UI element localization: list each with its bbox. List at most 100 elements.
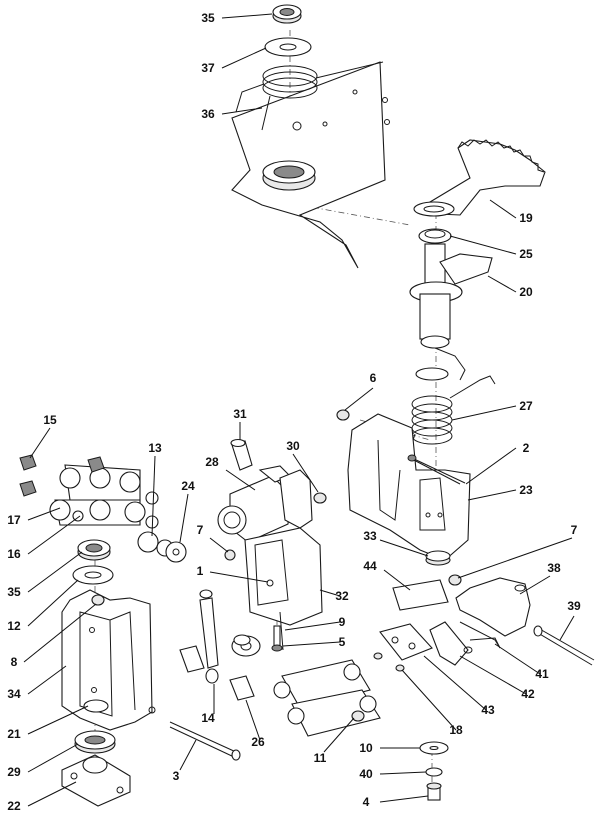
callout-32: 32 [319,589,349,603]
top-bushing [272,4,302,24]
washer-12 [72,565,114,585]
callout-number: 13 [148,441,162,455]
base-bushing [74,730,116,754]
callout-leader-line [27,743,79,773]
nut-7-right [448,574,462,586]
callout-44: 44 [363,559,411,591]
callout-number: 14 [201,711,215,725]
chain-washers [72,491,159,529]
callout-number: 44 [363,559,377,573]
roller-assembly [273,659,381,737]
callout-leader-line [221,107,263,115]
callout-31: 31 [233,407,247,440]
callout-leader-line [245,699,261,741]
callout-34: 34 [7,665,67,701]
callout-4: 4 [363,795,429,809]
top-washer [264,37,312,57]
callout-number: 3 [173,769,180,783]
callout-2: 2 [465,441,530,485]
callout-38: 38 [519,561,561,595]
callout-leader-line [344,387,374,411]
callout-number: 41 [535,667,549,681]
callout-leader-line [451,405,517,421]
torsion-spring [409,367,496,451]
callout-number: 34 [7,687,21,701]
callout-leader-line [559,615,575,641]
callout-40: 40 [359,767,427,781]
callout-23: 23 [467,483,533,501]
callout-35: 35 [201,11,273,25]
callout-number: 15 [43,413,57,427]
callout-leader-line [519,575,551,595]
callout-number: 9 [339,615,346,629]
callout-leader-line [221,47,267,69]
base-flange [61,754,131,807]
retaining-ring [418,228,452,244]
callout-leader-line [323,717,355,753]
callout-leader-line [487,275,517,293]
steering-housing [347,413,471,561]
callout-3: 3 [173,739,197,783]
callout-number: 20 [519,285,533,299]
callout-leader-line [292,453,319,493]
callout-leader-line [379,795,429,803]
callout-number: 42 [521,687,535,701]
callout-number: 27 [519,399,533,413]
callout-leader-line [221,13,273,19]
nut-6 [336,409,350,421]
callout-number: 28 [205,455,219,469]
motor-bracket [244,527,323,651]
callout-leader-line [27,507,61,521]
callout-leader-line [27,705,89,735]
wear-plate [392,579,449,611]
bolt-15 [19,454,105,497]
spacer-31 [230,438,253,471]
callout-leader-line [23,603,97,663]
callout-leader-line [151,455,156,537]
callout-number: 25 [519,247,533,261]
callout-6: 6 [344,371,377,411]
callout-number: 12 [7,619,21,633]
gas-strut [199,589,219,684]
callout-leader-line [27,665,67,695]
callout-leader-line [29,427,51,459]
upper-mounting-plate [231,61,390,269]
callout-15: 15 [29,413,57,459]
callout-leader-line [27,579,79,627]
bolt-2 [407,454,466,484]
callout-number: 7 [197,523,204,537]
chain-roller-assembly [49,464,146,526]
callout-number: 7 [571,523,578,537]
callout-27: 27 [451,399,533,421]
callout-number: 29 [7,765,21,779]
callout-7: 7 [457,523,578,579]
callout-10: 10 [359,741,420,755]
housing-bushing [425,550,451,566]
callout-number: 33 [363,529,377,543]
callout-25: 25 [449,235,533,261]
callout-35: 35 [7,551,83,599]
callout-leader-line [284,621,341,631]
callout-14: 14 [201,684,215,725]
callout-12: 12 [7,579,79,633]
actuator-motor [217,465,313,543]
callout-number: 6 [370,371,377,385]
callout-30: 30 [286,439,319,493]
callout-number: 30 [286,439,300,453]
callout-37: 37 [201,47,267,75]
callout-leader-line [465,447,517,485]
callout-13: 13 [148,441,162,537]
callout-number: 4 [363,795,370,809]
callout-41: 41 [494,643,549,681]
callout-21: 21 [7,705,89,741]
callout-leader-line [457,537,573,579]
washer-10 [419,741,449,755]
callout-leader-line [379,771,427,775]
washer-5 [231,634,261,657]
callout-43: 43 [423,655,495,717]
callout-number: 26 [251,735,265,749]
callout-11: 11 [314,717,355,765]
callout-leader-line [459,655,527,695]
callout-29: 29 [7,743,79,779]
